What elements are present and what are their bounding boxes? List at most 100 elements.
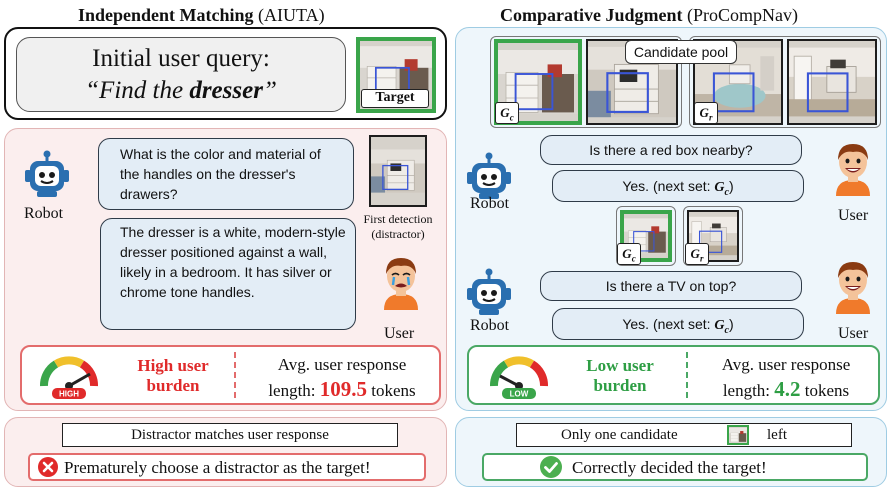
query-keyword: dresser	[189, 77, 263, 104]
right-burden-divider	[686, 352, 688, 398]
error-x-icon	[38, 457, 58, 477]
pool-gr-photo-2	[787, 39, 877, 125]
right-result-header-pre: Only one candidate	[561, 427, 678, 443]
user-happy-icon-1	[828, 140, 878, 196]
right-avg-text: Avg. user response length: 4.2 tokens	[696, 353, 876, 403]
right-result-header: Only one candidate left	[516, 423, 852, 447]
query-pre: “Find the	[85, 77, 190, 104]
single-candidate-image	[729, 427, 747, 443]
a2-post: )	[729, 316, 734, 332]
left-heading: Independent Matching (AIUTA)	[78, 6, 325, 24]
left-result-header: Distractor matches user response	[62, 423, 398, 447]
first-detection-line2: (distractor)	[371, 227, 425, 241]
next-set-gc	[616, 206, 676, 266]
query-line1: Initial user query:	[92, 45, 270, 72]
right-result-header-post: left	[767, 427, 787, 443]
user-label-2: User	[838, 325, 869, 342]
right-burden-line1: Low user	[586, 356, 654, 375]
a1-var: G	[714, 180, 725, 195]
q2-bubble	[540, 271, 802, 301]
left-avg-line1: Avg. user response	[277, 355, 407, 374]
robot-label-2: Robot	[470, 317, 510, 334]
target-label: Target	[361, 89, 429, 108]
gr-label-pool-var: G	[699, 105, 709, 120]
single-candidate-thumb	[727, 425, 749, 445]
a1-text: Yes. (next set: Gc)	[552, 176, 804, 203]
left-burden-line1: High user	[137, 356, 209, 375]
a1-pre: Yes. (next set:	[622, 178, 715, 194]
a2-text: Yes. (next set: Gc)	[552, 314, 804, 341]
user-answer-bubble	[100, 218, 356, 330]
first-detection-caption: First detection (distractor)	[350, 212, 446, 242]
left-avg-value: 109.5	[319, 377, 368, 401]
gc-label-pool-var: G	[500, 105, 510, 120]
gauge-low-label: LOW	[510, 390, 529, 399]
candidate-group-gr	[689, 36, 881, 128]
gc-label-next: Gc	[617, 243, 641, 265]
right-avg-value: 4.2	[774, 377, 801, 401]
first-detection-image	[371, 137, 425, 205]
query-post: ”	[262, 77, 277, 104]
gauge-high-icon: HIGH	[40, 356, 98, 399]
robot-icon-2	[464, 268, 514, 318]
left-heading-normal: (AIUTA)	[253, 5, 325, 25]
left-avg-line2: length: 109.5 tokens	[250, 377, 434, 403]
gr-label-next-var: G	[690, 246, 700, 261]
gauge-low-icon: LOW	[490, 356, 548, 399]
right-heading: Comparative Judgment (ProCompNav)	[500, 6, 798, 24]
left-burden-text: High user burden	[118, 356, 228, 396]
a2-sub: c	[724, 324, 729, 336]
right-result-text: Correctly decided the target!	[572, 458, 767, 477]
gauge-high-label: HIGH	[59, 390, 79, 399]
robot-question-bubble	[98, 138, 354, 210]
gc-label-pool: Gc	[495, 102, 519, 124]
right-avg-pre: length:	[722, 381, 775, 400]
robot-icon	[22, 150, 72, 200]
robot-label-1: Robot	[470, 195, 510, 212]
pool-gr-image-2	[789, 41, 875, 123]
gc-label-next-var: G	[622, 246, 632, 261]
left-avg-text: Avg. user response length: 109.5 tokens	[250, 353, 434, 403]
a1-bubble	[552, 170, 804, 202]
right-burden-text: Low user burden	[568, 356, 672, 396]
a2-var: G	[714, 318, 725, 333]
query-line2: “Find the dresser”	[16, 78, 346, 103]
right-heading-bold: Comparative Judgment	[500, 5, 683, 25]
next-set-gr	[683, 206, 743, 266]
gc-label-pool-sub: c	[509, 112, 514, 123]
user-sad-icon	[376, 254, 426, 310]
check-icon	[540, 456, 562, 478]
robot-question-text: What is the color and material of the ha…	[120, 146, 321, 202]
query-inner-box	[16, 37, 346, 112]
gr-label-next: Gr	[685, 243, 709, 265]
right-heading-normal: (ProCompNav)	[682, 5, 798, 25]
left-result-box	[28, 453, 426, 481]
gr-label-next-sub: r	[699, 253, 704, 264]
a2-pre: Yes. (next set:	[622, 316, 715, 332]
user-label-1: User	[838, 207, 869, 224]
right-avg-line2: length: 4.2 tokens	[696, 377, 876, 403]
gr-label-pool-sub: r	[708, 112, 713, 123]
robot-label: Robot	[24, 205, 64, 222]
left-avg-post: tokens	[367, 381, 416, 400]
next-gc-photo	[620, 210, 672, 262]
q1-text: Is there a red box nearby?	[589, 142, 753, 158]
first-detection-photo	[369, 135, 427, 207]
right-burden-line2: burden	[593, 376, 647, 395]
left-result-text: Prematurely choose a distractor as the t…	[64, 458, 371, 477]
candidate-pool-label: Candidate pool	[625, 40, 737, 64]
right-avg-line1: Avg. user response	[721, 355, 851, 374]
left-heading-bold: Independent Matching	[78, 5, 254, 25]
left-avg-pre: length:	[268, 381, 320, 400]
a1-sub: c	[724, 186, 729, 198]
user-answer-text: The dresser is a white, modern-style dre…	[120, 224, 346, 300]
user-label: User	[384, 325, 415, 342]
q1-bubble	[540, 135, 802, 165]
a1-post: )	[729, 178, 734, 194]
candidate-group-gc	[490, 36, 682, 128]
left-burden-line2: burden	[146, 376, 200, 395]
user-happy-icon-2	[828, 258, 878, 314]
gr-label-pool: Gr	[694, 102, 718, 124]
left-burden-divider	[234, 352, 236, 398]
q2-text: Is there a TV on top?	[605, 278, 737, 294]
